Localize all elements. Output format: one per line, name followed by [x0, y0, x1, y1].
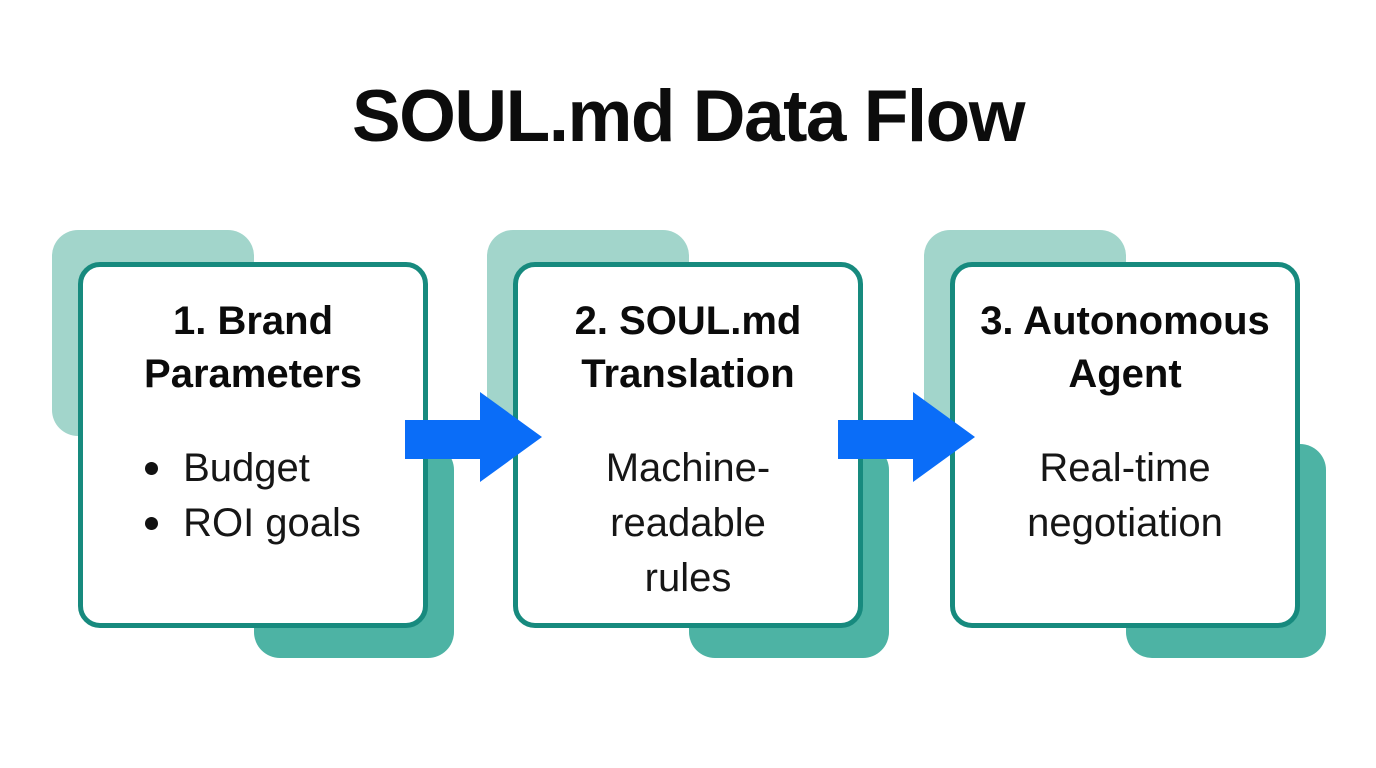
step-heading: 1. Brand Parameters	[144, 299, 362, 396]
flow-arrow-icon	[405, 392, 542, 482]
arrow-shape	[405, 392, 542, 482]
bullet-icon	[145, 517, 159, 530]
step-card-soulmd-translation: 2. SOUL.md Translation Machine-readable …	[487, 230, 889, 658]
step-card-autonomous-agent: 3. Autonomous Agent Real-time negotiatio…	[924, 230, 1326, 658]
step-heading: 2. SOUL.md Translation	[574, 299, 802, 396]
card-body: 2. SOUL.md Translation Machine-readable …	[513, 262, 863, 628]
bullet-label: Budget	[183, 446, 310, 490]
step-card-brand-parameters: 1. Brand Parameters Budget ROI goals	[52, 230, 454, 658]
list-item: ROI goals	[145, 496, 361, 551]
bullet-icon	[145, 462, 159, 475]
bullet-label: ROI goals	[183, 501, 361, 545]
flow-arrow-icon	[838, 392, 975, 482]
diagram-title: SOUL.md Data Flow	[351, 76, 1026, 157]
step-description: Real-time negotiation	[1027, 446, 1223, 545]
card-body: 1. Brand Parameters Budget ROI goals	[78, 262, 428, 628]
bullet-list: Budget ROI goals	[145, 441, 361, 551]
step-heading: 3. Autonomous Agent	[980, 299, 1270, 396]
arrow-shape	[838, 392, 975, 482]
step-description: Machine-readable rules	[605, 446, 771, 600]
card-body: 3. Autonomous Agent Real-time negotiatio…	[950, 262, 1300, 628]
list-item: Budget	[145, 441, 361, 496]
